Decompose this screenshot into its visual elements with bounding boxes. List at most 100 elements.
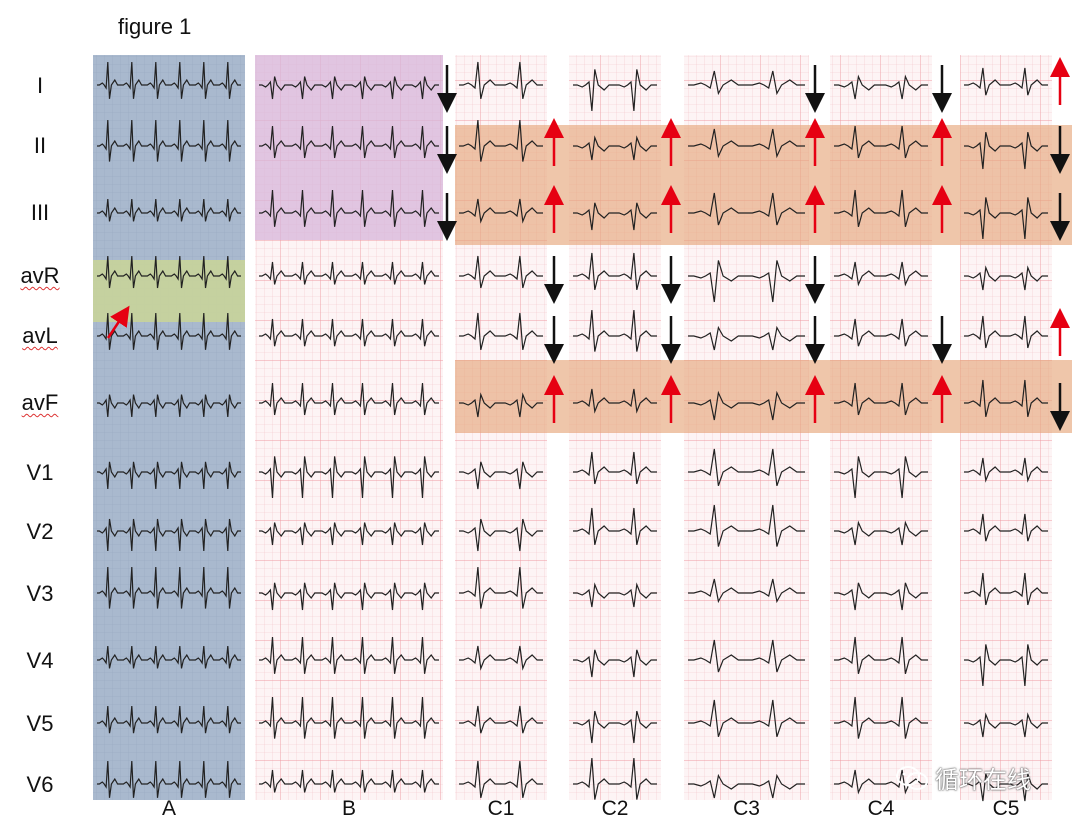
trace-C5-V5 bbox=[964, 712, 1048, 738]
trace-C5-V3 bbox=[964, 572, 1048, 606]
lead-label-avR: avR bbox=[20, 263, 60, 288]
trace-C3-III bbox=[688, 192, 805, 226]
trace-A-V3 bbox=[97, 566, 241, 609]
trace-C1-I bbox=[459, 61, 543, 99]
watermark: 循环在线 bbox=[895, 760, 1031, 795]
trace-A-avL bbox=[97, 312, 241, 350]
panel-label-C4: C4 bbox=[867, 797, 895, 820]
trace-C5-V4 bbox=[964, 644, 1048, 687]
trace-C2-V6 bbox=[573, 757, 657, 800]
trace-B-V5 bbox=[259, 696, 439, 739]
trace-C5-V1 bbox=[964, 457, 1048, 483]
trace-B-V1 bbox=[259, 456, 439, 499]
lead-label-avF: avF bbox=[21, 390, 59, 415]
trace-C2-V5 bbox=[573, 710, 657, 744]
lead-label-V4: V4 bbox=[26, 648, 54, 673]
trace-C4-II bbox=[834, 125, 928, 159]
trace-C2-avF bbox=[573, 388, 657, 414]
lead-label-II: II bbox=[33, 133, 47, 158]
trace-A-avR bbox=[97, 255, 241, 289]
trace-C5-V6 bbox=[964, 773, 1048, 802]
arrow-A-avR bbox=[106, 305, 130, 339]
trace-C3-V3 bbox=[688, 578, 805, 604]
trace-C5-I bbox=[964, 67, 1048, 96]
trace-A-avF bbox=[97, 394, 241, 418]
lead-label-avL: avL bbox=[22, 323, 58, 348]
panel-label-C5: C5 bbox=[992, 797, 1020, 820]
trace-B-III bbox=[259, 189, 439, 227]
trace-A-II bbox=[97, 119, 241, 162]
trace-B-I bbox=[259, 76, 439, 100]
trace-B-V3 bbox=[259, 582, 439, 611]
panel-label-C2: C2 bbox=[601, 797, 629, 820]
trace-C1-V5 bbox=[459, 705, 543, 734]
band-avF bbox=[455, 360, 1072, 433]
trace-C1-V3 bbox=[459, 566, 543, 609]
trace-A-III bbox=[97, 198, 241, 222]
avr-highlight bbox=[93, 260, 245, 322]
trace-C4-avR bbox=[834, 261, 928, 287]
trace-B-V4 bbox=[259, 636, 439, 674]
lead-label-I: I bbox=[36, 73, 44, 98]
trace-A-V6 bbox=[97, 760, 241, 798]
trace-B-V6 bbox=[259, 769, 439, 793]
trace-C2-V1 bbox=[573, 451, 657, 485]
wechat-icon bbox=[896, 765, 928, 790]
trace-A-V2 bbox=[97, 518, 241, 552]
trace-C3-V5 bbox=[688, 699, 805, 737]
trace-C1-V1 bbox=[459, 461, 543, 490]
lead-label-V6: V6 bbox=[26, 772, 54, 797]
trace-C5-avF bbox=[964, 379, 1048, 417]
trace-C4-avF bbox=[834, 382, 928, 416]
trace-A-I bbox=[97, 61, 241, 99]
panel-label-C3: C3 bbox=[733, 797, 760, 820]
trace-C1-II bbox=[459, 119, 543, 162]
trace-C2-III bbox=[573, 202, 657, 231]
watermark-text: 循环在线 bbox=[935, 767, 1031, 794]
trace-C1-avL bbox=[459, 312, 543, 350]
trace-C5-V2 bbox=[964, 513, 1048, 542]
trace-C3-V2 bbox=[688, 504, 805, 547]
trace-B-avF bbox=[259, 382, 439, 416]
trace-C3-avL bbox=[688, 325, 805, 351]
trace-C4-I bbox=[834, 74, 928, 100]
trace-C4-V6 bbox=[834, 769, 928, 795]
trace-C2-II bbox=[573, 135, 657, 161]
trace-C1-V6 bbox=[459, 760, 543, 798]
trace-C3-avR bbox=[688, 260, 805, 303]
trace-C4-avL bbox=[834, 318, 928, 347]
lead-label-V5: V5 bbox=[26, 711, 54, 736]
trace-B-V2 bbox=[259, 522, 439, 546]
trace-C3-V6 bbox=[688, 773, 805, 799]
trace-C3-II bbox=[688, 128, 805, 159]
trace-A-V5 bbox=[97, 705, 241, 734]
trace-B-avR bbox=[259, 261, 439, 285]
trace-C5-II bbox=[964, 132, 1048, 170]
trace-C2-avR bbox=[573, 252, 657, 290]
trace-C5-avL bbox=[964, 315, 1048, 349]
trace-A-V1 bbox=[97, 461, 241, 490]
panel-label-A: A bbox=[161, 797, 176, 820]
panel-label-C1: C1 bbox=[487, 797, 515, 820]
trace-B-avL bbox=[259, 318, 439, 347]
trace-B-II bbox=[259, 125, 439, 159]
trace-C4-V2 bbox=[834, 520, 928, 546]
trace-C1-V4 bbox=[459, 645, 543, 671]
lead-label-V1: V1 bbox=[26, 460, 54, 485]
trace-A-V4 bbox=[97, 645, 241, 669]
trace-C1-avF bbox=[459, 392, 543, 418]
figure-title: figure 1 bbox=[118, 14, 192, 39]
trace-C1-V2 bbox=[459, 518, 543, 552]
trace-C3-V1 bbox=[688, 448, 805, 486]
trace-C2-avL bbox=[573, 309, 657, 352]
trace-C3-avF bbox=[688, 390, 805, 421]
panel-b-highlight bbox=[255, 55, 443, 240]
panel-bg-A bbox=[93, 55, 245, 800]
trace-C5-III bbox=[964, 197, 1048, 240]
trace-C4-III bbox=[834, 189, 928, 227]
trace-C5-avR bbox=[964, 265, 1048, 291]
trace-C3-V4 bbox=[688, 639, 805, 673]
lead-label-V3: V3 bbox=[26, 581, 54, 606]
